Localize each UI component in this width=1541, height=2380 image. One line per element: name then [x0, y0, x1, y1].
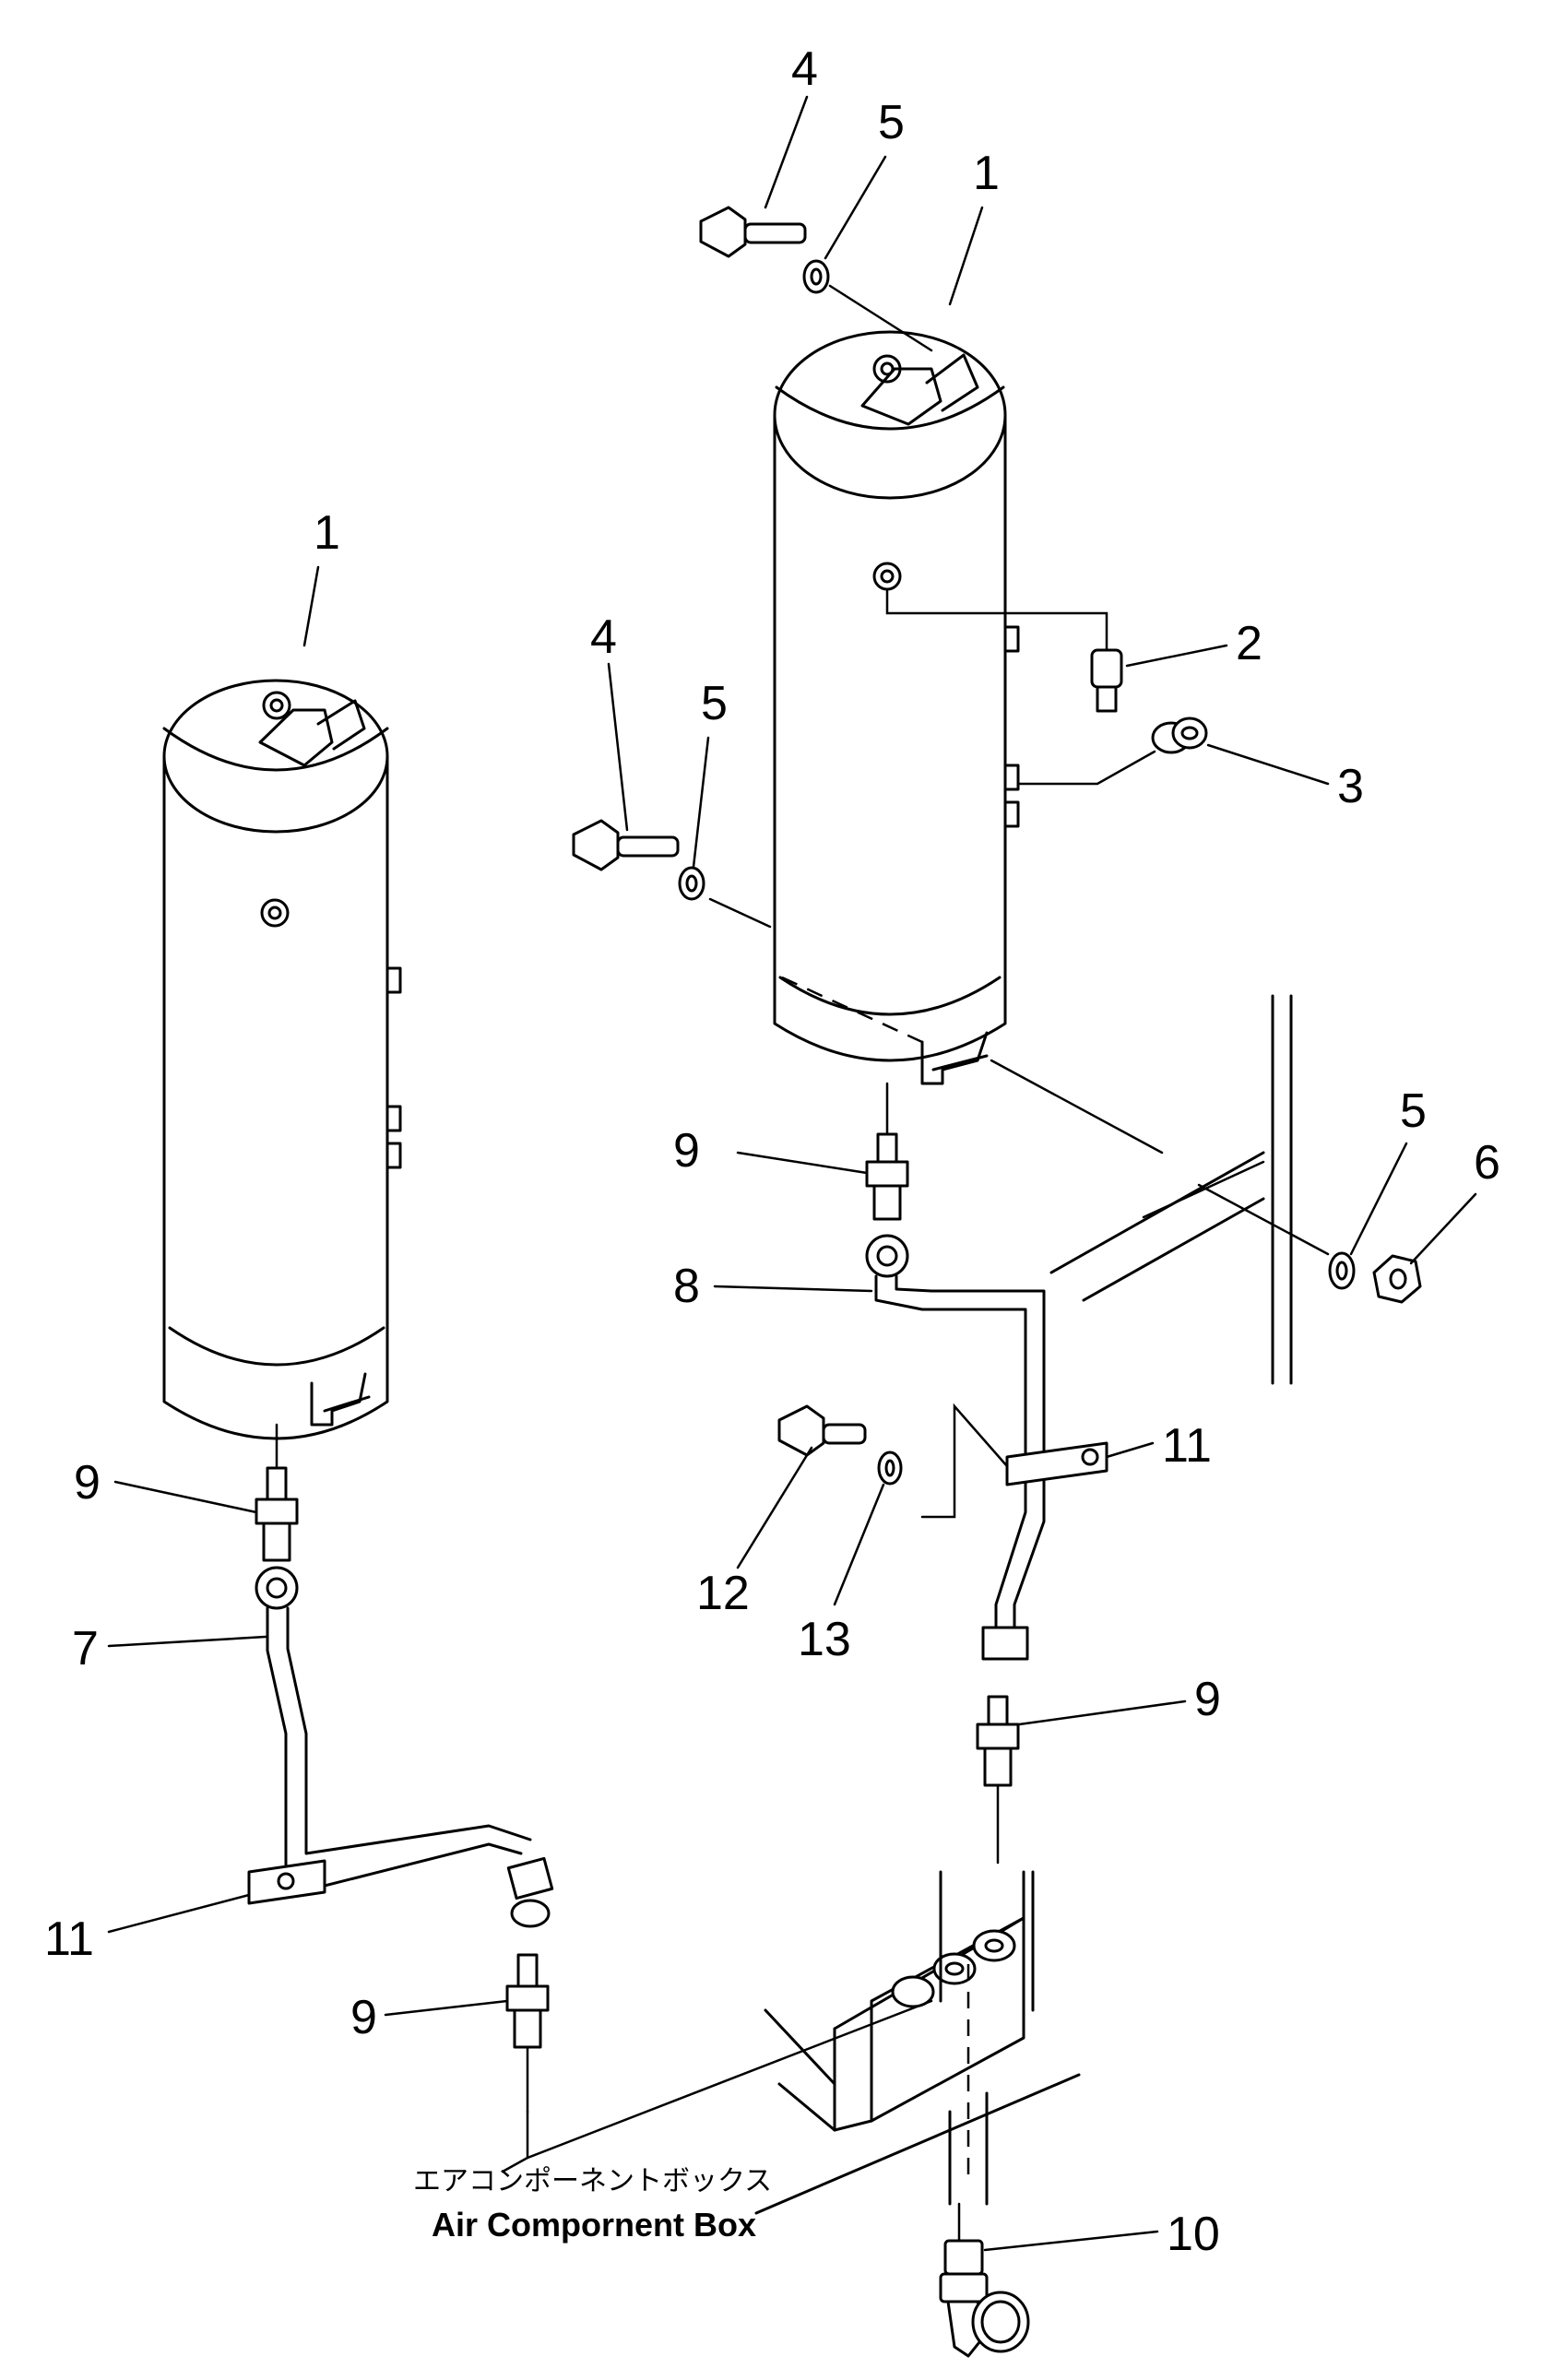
washer-5-middle — [678, 866, 705, 901]
label-9-right-lower: 9 — [1194, 1673, 1221, 1726]
right-clamp-11 — [1005, 1441, 1108, 1486]
leader-lines — [107, 95, 1477, 2252]
label-9-left-upper: 9 — [74, 1456, 101, 1510]
label-4-middle: 4 — [590, 610, 617, 664]
right-air-tank — [773, 330, 1020, 1136]
plug-2 — [1090, 648, 1123, 713]
mounting-frame — [990, 994, 1330, 1385]
washer-5-top — [802, 259, 830, 294]
label-4-top: 4 — [791, 42, 818, 96]
label-7: 7 — [72, 1622, 99, 1675]
air-component-box — [754, 1870, 1081, 2243]
right-tube-8 — [865, 1234, 1046, 1661]
washer-5-bottom — [1328, 1251, 1356, 1290]
left-elbow-fitting-9a — [255, 1466, 299, 1562]
label-3: 3 — [1337, 760, 1364, 813]
washer-13 — [877, 1450, 903, 1486]
left-elbow-fitting-9b — [505, 1953, 550, 2114]
label-10: 10 — [1167, 2208, 1220, 2261]
right-elbow-fitting-9b — [976, 1695, 1020, 1865]
air-component-box-caption: エアコンポーネントボックス Air Compornent Box — [413, 2165, 772, 2244]
bolt-4-top — [699, 206, 807, 258]
caption-english: Air Compornent Box — [432, 2206, 756, 2244]
label-12: 12 — [696, 1567, 750, 1620]
left-clamp-11 — [247, 1859, 326, 1905]
label-11-right: 11 — [1162, 1419, 1212, 1473]
label-8: 8 — [673, 1260, 700, 1313]
label-1-right: 1 — [973, 147, 1000, 200]
left-air-tank — [162, 679, 402, 1468]
nut-6 — [1372, 1254, 1422, 1304]
label-11-left: 11 — [44, 1912, 94, 1966]
label-5-bottom: 5 — [1400, 1084, 1427, 1138]
bolt-4-middle — [572, 819, 680, 871]
left-tube-7 — [255, 1566, 554, 1928]
label-5-middle: 5 — [701, 677, 728, 730]
label-5-top: 5 — [878, 96, 905, 149]
label-9-right-upper: 9 — [673, 1124, 700, 1178]
label-9-left-lower: 9 — [350, 1991, 377, 2044]
caption-japanese: エアコンポーネントボックス — [413, 2165, 772, 2197]
right-elbow-fitting-9a — [865, 1132, 909, 1221]
label-2: 2 — [1236, 617, 1262, 670]
drain-valve-10 — [939, 2239, 1030, 2358]
bolt-12 — [777, 1404, 867, 1457]
plug-3 — [1151, 716, 1208, 754]
part-number-labels: 1 1 2 3 4 5 4 5 5 6 9 8 11 12 13 9 9 7 1… — [44, 42, 1500, 2261]
label-13: 13 — [798, 1613, 851, 1666]
label-1-left: 1 — [314, 506, 340, 560]
label-6: 6 — [1474, 1136, 1500, 1190]
